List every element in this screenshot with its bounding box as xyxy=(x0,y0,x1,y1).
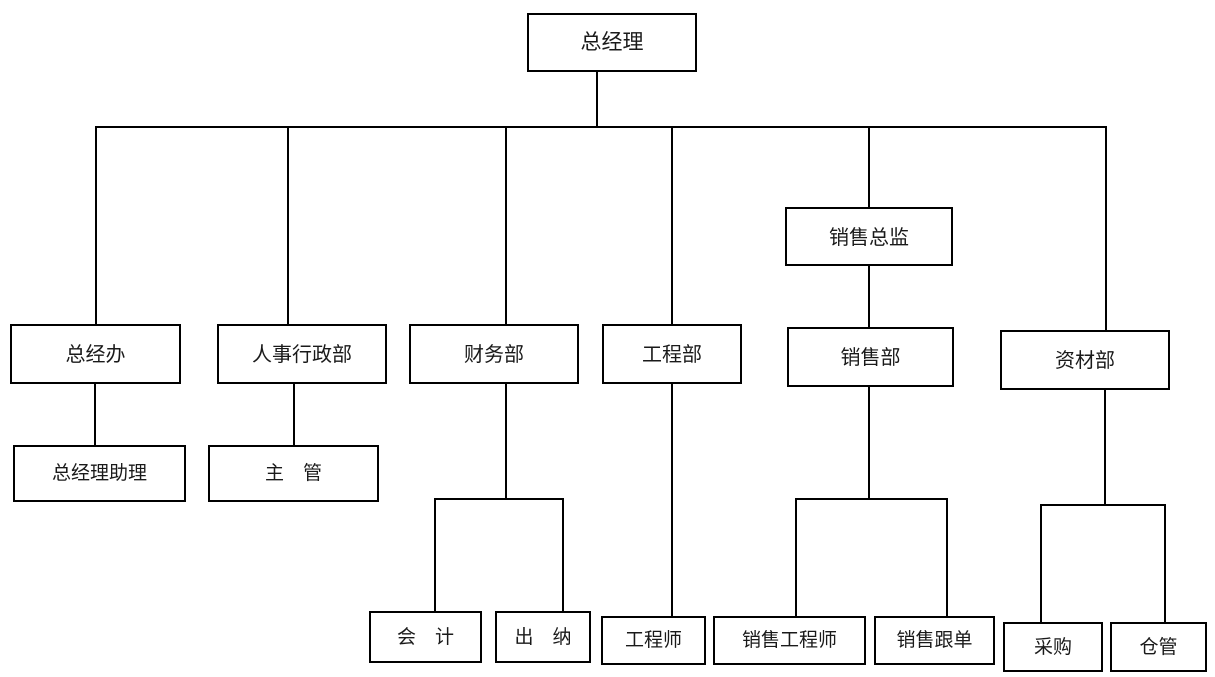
connector-hr-admin-to-supervisor xyxy=(293,383,295,445)
node-supervisor[interactable]: 主 管 xyxy=(208,445,379,502)
connector-gm-to-bus xyxy=(596,71,598,128)
connector-sales-subbus xyxy=(795,498,948,500)
node-purchasing[interactable]: 采购 xyxy=(1003,622,1103,672)
node-sales-dept[interactable]: 销售部 xyxy=(787,327,954,387)
node-sales-merchandiser[interactable]: 销售跟单 xyxy=(874,616,995,665)
node-label-sales-dept: 销售部 xyxy=(840,345,901,369)
connector-subbus-to-sales-merchandiser xyxy=(946,498,948,616)
connector-finance-to-subbus xyxy=(505,383,507,499)
connector-materials-subbus xyxy=(1040,504,1166,506)
node-label-engineering-dept: 工程部 xyxy=(642,342,702,366)
node-warehouse[interactable]: 仓管 xyxy=(1110,622,1207,672)
node-label-engineer: 工程师 xyxy=(624,629,682,651)
node-label-gm-office: 总经办 xyxy=(65,342,126,366)
connector-sales-dept-to-subbus xyxy=(868,387,870,499)
node-label-supervisor: 主 管 xyxy=(264,462,322,484)
connector-bus-to-engineering xyxy=(671,126,673,324)
connector-materials-to-subbus xyxy=(1104,390,1106,505)
connector-main-bus xyxy=(95,126,1107,128)
node-gm-assistant[interactable]: 总经理助理 xyxy=(13,445,186,502)
connector-bus-to-materials xyxy=(1105,126,1107,330)
node-engineer[interactable]: 工程师 xyxy=(601,616,706,665)
node-label-hr-admin-dept: 人事行政部 xyxy=(252,342,352,366)
connector-bus-to-gm-office xyxy=(95,126,97,324)
connector-finance-subbus xyxy=(434,498,564,500)
node-hr-admin-dept[interactable]: 人事行政部 xyxy=(217,324,387,384)
connector-subbus-to-cashier xyxy=(562,498,564,611)
node-finance-dept[interactable]: 财务部 xyxy=(409,324,579,384)
node-label-purchasing: 采购 xyxy=(1033,635,1072,658)
node-label-sales-merchandiser: 销售跟单 xyxy=(896,629,973,651)
node-label-finance-dept: 财务部 xyxy=(464,342,524,366)
connector-gm-office-to-assistant xyxy=(94,383,96,445)
node-sales-engineer[interactable]: 销售工程师 xyxy=(713,616,866,665)
node-label-sales-director: 销售总监 xyxy=(829,224,909,249)
node-label-accountant: 会 计 xyxy=(396,625,454,648)
node-label-general-manager: 总经理 xyxy=(580,30,644,54)
node-engineering-dept[interactable]: 工程部 xyxy=(602,324,742,384)
node-gm-office[interactable]: 总经办 xyxy=(10,324,181,384)
node-label-warehouse: 仓管 xyxy=(1139,635,1178,658)
node-sales-director[interactable]: 销售总监 xyxy=(785,207,953,266)
node-label-sales-engineer: 销售工程师 xyxy=(741,629,837,651)
node-label-gm-assistant: 总经理助理 xyxy=(51,462,147,484)
connector-sales-director-to-sales-dept xyxy=(868,265,870,327)
connector-subbus-to-accountant xyxy=(434,498,436,611)
node-cashier[interactable]: 出 纳 xyxy=(495,611,591,663)
node-label-materials-dept: 资材部 xyxy=(1055,348,1115,372)
connector-subbus-to-sales-engineer xyxy=(795,498,797,616)
connector-bus-to-sales-director xyxy=(868,126,870,208)
node-accountant[interactable]: 会 计 xyxy=(369,611,482,663)
connector-bus-to-hr-admin xyxy=(287,126,289,324)
connector-bus-to-finance xyxy=(505,126,507,324)
connector-subbus-to-purchasing xyxy=(1040,504,1042,622)
node-materials-dept[interactable]: 资材部 xyxy=(1000,330,1170,390)
node-general-manager[interactable]: 总经理 xyxy=(527,13,697,72)
connector-engineering-to-engineer xyxy=(671,383,673,616)
node-label-cashier: 出 纳 xyxy=(514,625,572,648)
connector-subbus-to-warehouse xyxy=(1164,504,1166,622)
